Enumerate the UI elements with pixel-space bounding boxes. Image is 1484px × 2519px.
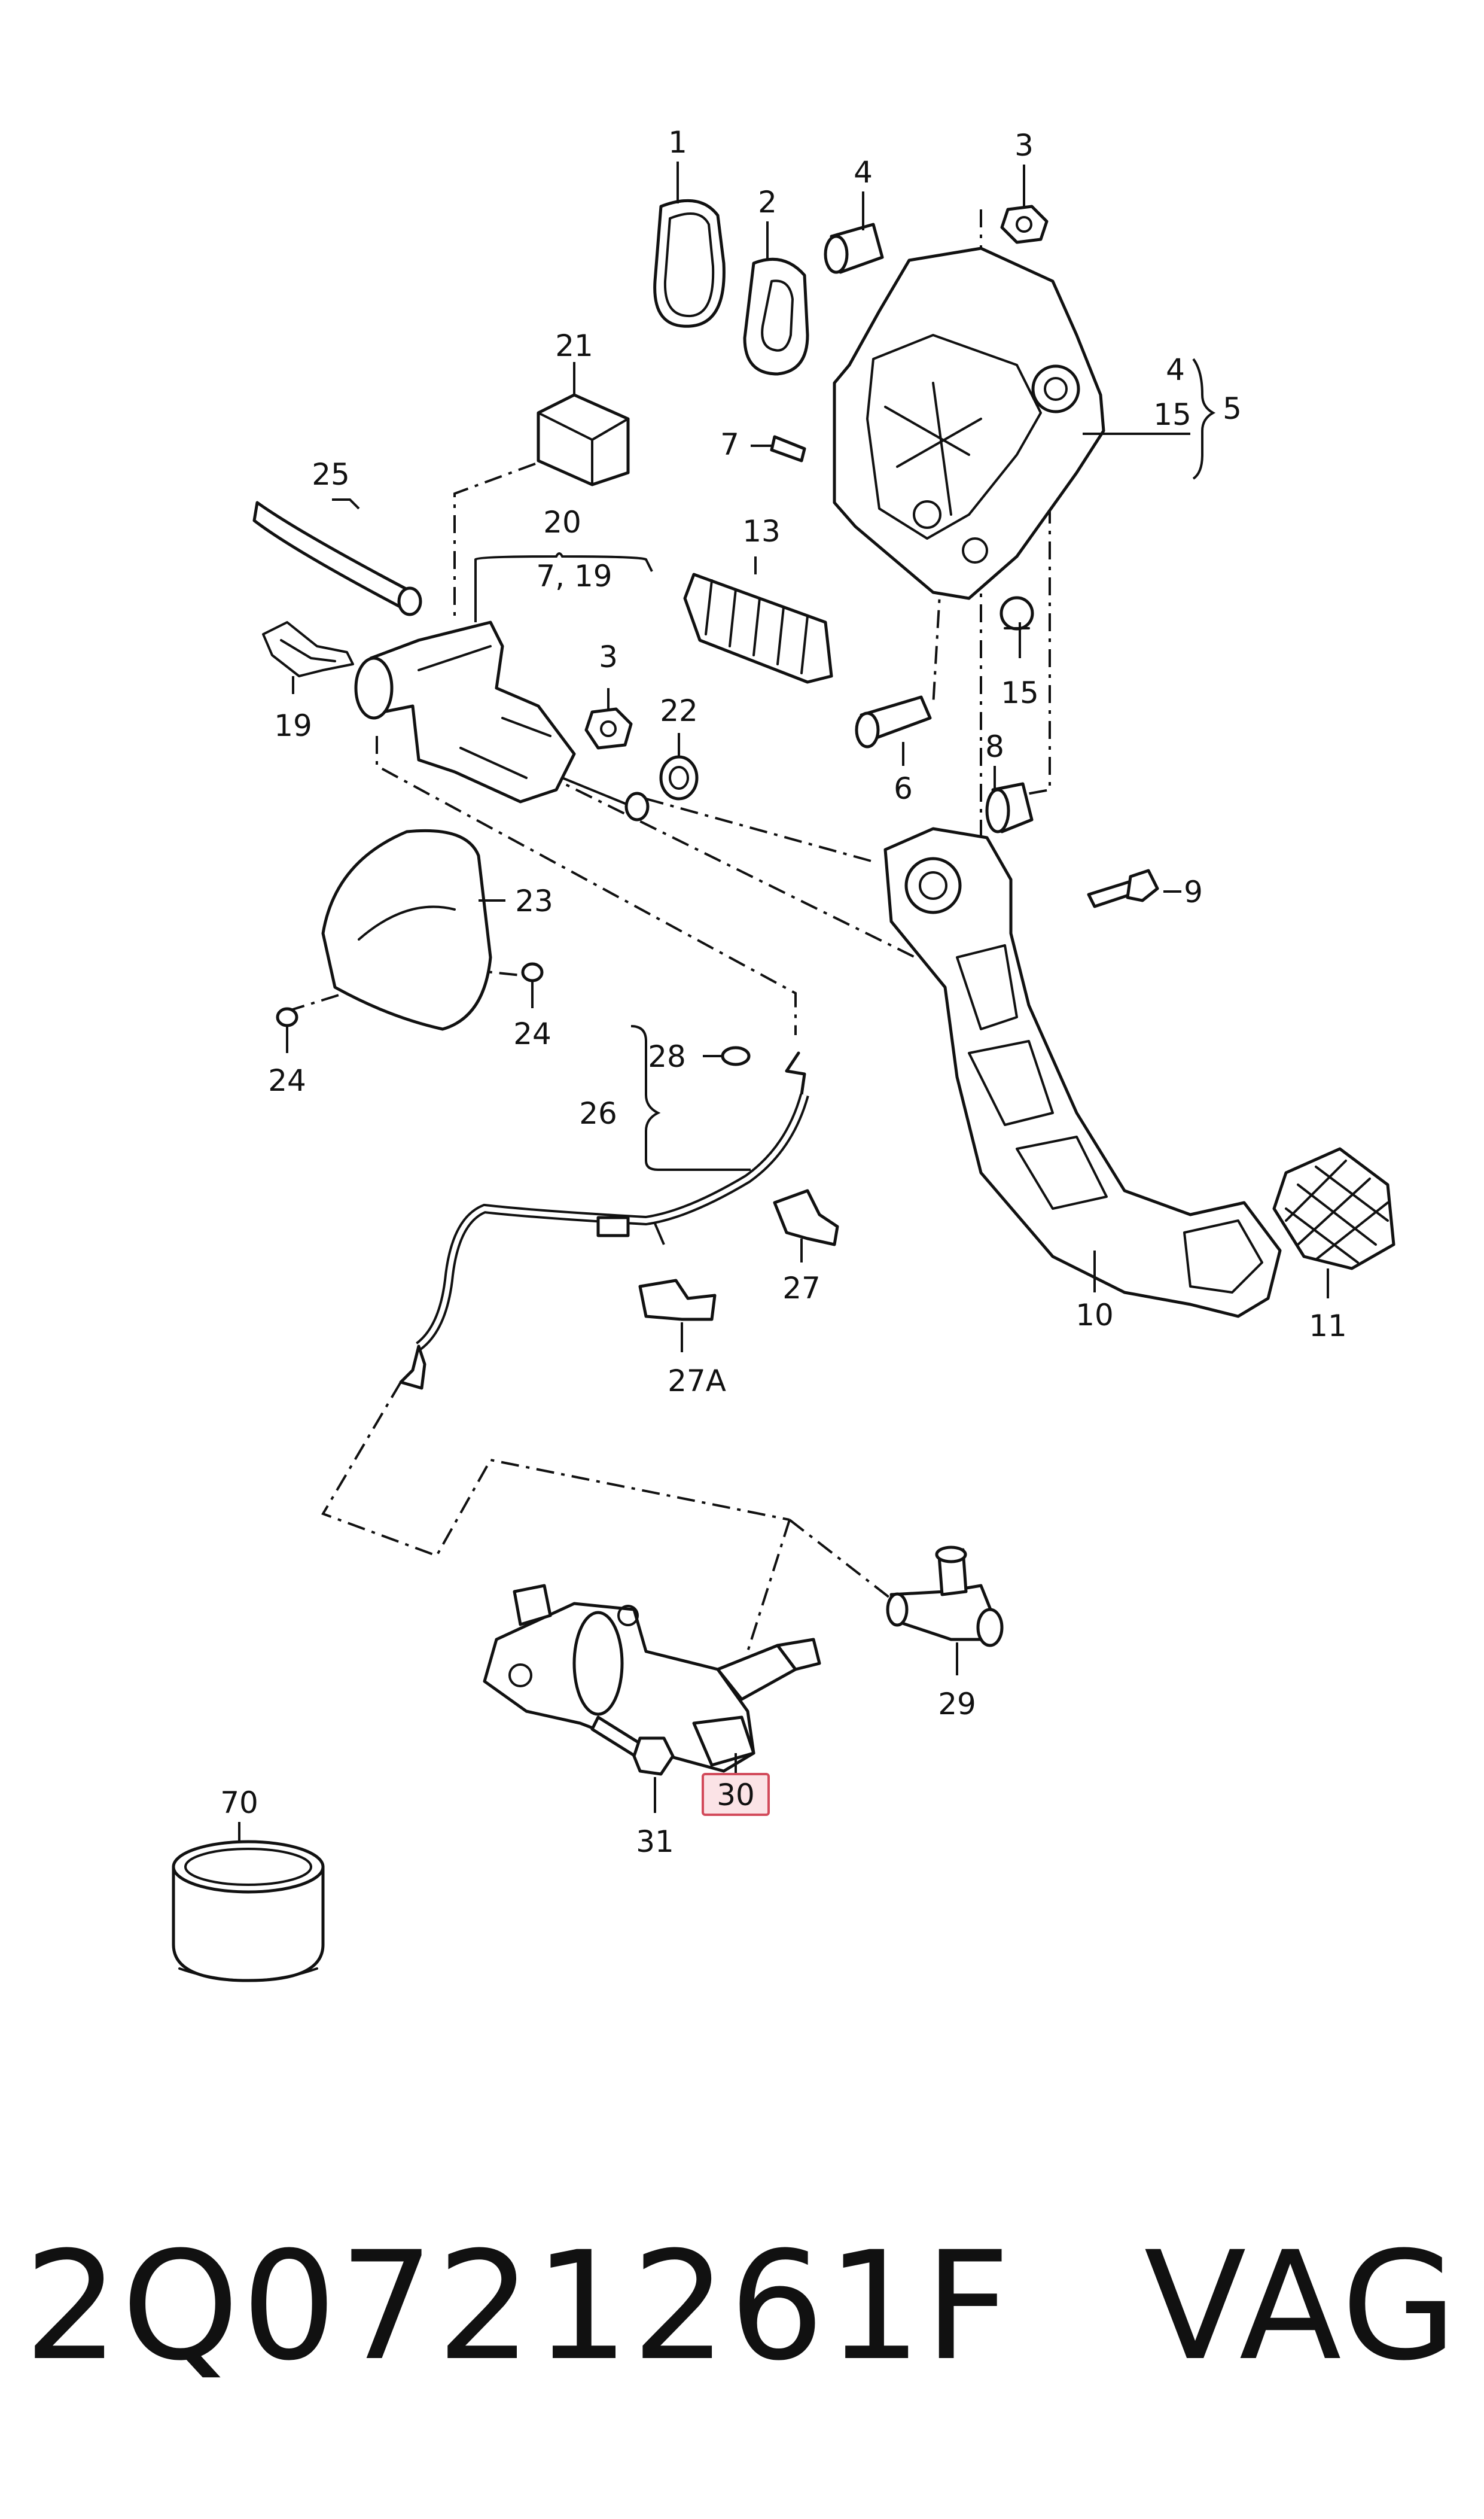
- callout-10: 10: [1075, 1298, 1114, 1332]
- part-21-connector: [537, 393, 630, 486]
- part-7-pin: [770, 435, 806, 463]
- part-8-bushing: [985, 782, 1034, 833]
- callout-26: 26: [579, 1096, 617, 1131]
- part-11-pedal-pad: [1272, 1147, 1395, 1270]
- callout-9: 9: [1184, 875, 1203, 909]
- part-27A-bracket: [638, 1279, 717, 1321]
- callout-7: 7: [720, 427, 739, 462]
- callout-31: 31: [636, 1824, 674, 1859]
- callout-70: 70: [220, 1785, 258, 1820]
- callout-25: 25: [312, 457, 350, 492]
- callout-28: 28: [648, 1039, 686, 1074]
- leader-lines: [238, 162, 1329, 1843]
- part-23-cover: [321, 829, 492, 1031]
- part-3-nut-2: [584, 707, 633, 750]
- callout-labels: 1 2 4 3 4 5 15 21 7 25 20 7, 19 13 19 3 …: [220, 125, 1347, 1859]
- callout-22: 22: [660, 693, 698, 728]
- callout-19: 19: [274, 708, 312, 743]
- part-13-spring: [683, 573, 833, 684]
- part-20-master-cylinder: [354, 620, 650, 822]
- part-4-bushing: [824, 223, 884, 274]
- part-24-clips: [276, 962, 544, 1027]
- callout-29: 29: [938, 1687, 976, 1721]
- callout-21: 21: [555, 328, 593, 363]
- callout-23: 23: [515, 884, 553, 918]
- part-25-hose: [252, 501, 422, 616]
- pedal-bracket: [833, 247, 1105, 600]
- part-3-nut: [1000, 205, 1049, 244]
- callout-1: 1: [668, 125, 687, 160]
- callout-13: 13: [742, 514, 781, 549]
- callout-7-19: 7, 19: [536, 559, 612, 594]
- callout-2: 2: [758, 185, 777, 220]
- part-2-perforated-gasket: [743, 257, 809, 376]
- part-15-clip: [1000, 596, 1034, 631]
- callout-30: 30: [717, 1778, 755, 1812]
- highlight-box-30: [702, 1773, 770, 1816]
- callout-3b: 3: [599, 640, 618, 674]
- footer-caption: 2Q0721261F VAG: [24, 2208, 1459, 2405]
- part-6-guide: [855, 695, 932, 749]
- part-27-bracket: [773, 1189, 839, 1246]
- callout-15b: 15: [1001, 676, 1039, 710]
- part-30-slave-cylinder: [483, 1584, 821, 1773]
- part-1-gasket: [653, 199, 726, 328]
- callout-5: 5: [1223, 391, 1242, 426]
- callout-15: 15: [1153, 397, 1192, 432]
- exploded-parts-diagram: 1 2 4 3 4 5 15 21 7 25 20 7, 19 13 19 3 …: [172, 125, 1395, 1982]
- callout-20: 20: [543, 505, 581, 540]
- callout-24b: 24: [513, 1017, 551, 1051]
- part-19-clip: [262, 621, 354, 677]
- brand-text: VAG: [1144, 2219, 1459, 2393]
- part-26-hydraulic-line: [399, 1051, 809, 1390]
- callout-24: 24: [268, 1063, 306, 1098]
- part-29-t-fitting: [886, 1546, 1004, 1647]
- part-22-ring: [659, 755, 699, 801]
- part-28-oring: [721, 1046, 751, 1066]
- part-31-bolt: [590, 1715, 675, 1776]
- callout-4: 4: [854, 155, 873, 190]
- callout-8: 8: [985, 729, 1004, 764]
- callout-11: 11: [1309, 1309, 1347, 1343]
- part-70-sleeve: [172, 1840, 325, 1982]
- part-number-text: 2Q0721261F: [24, 2219, 1013, 2393]
- part-9-bolt: [1087, 869, 1159, 908]
- part-10-pedal-arm: [883, 827, 1282, 1318]
- callout-6: 6: [894, 771, 913, 806]
- callout-27: 27: [782, 1271, 821, 1306]
- callout-4b: 4: [1166, 352, 1185, 387]
- callout-27A: 27A: [668, 1364, 726, 1398]
- callout-3: 3: [1014, 128, 1034, 163]
